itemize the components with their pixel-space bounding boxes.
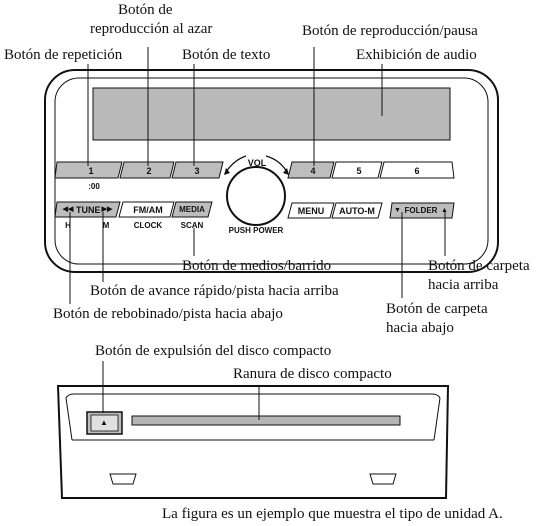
m-text: M [102,221,110,230]
menu-button[interactable] [287,202,335,219]
eject-label: Botón de expulsión del disco compacto [95,343,332,359]
random-label-line2: reproducción al azar [90,21,213,37]
preset-button-5[interactable] [331,161,383,179]
rewind-label: Botón de rebobinado/pista hacia abajo [53,306,283,322]
clock-text: CLOCK [133,221,163,230]
auto-m-button[interactable] [331,202,383,219]
play-pause-label: Botón de reproducción/pausa [302,23,478,39]
cd-unit-body [56,385,450,499]
preset-3-text: 3 [194,166,200,176]
volume-knob[interactable] [226,166,286,226]
preset-button-4[interactable] [287,161,335,179]
h-text: H [65,221,71,230]
folder-up-label-line2: hacia arriba [428,277,499,293]
cd-unit-ledge-right [433,397,441,441]
volume-arc-right-arrow [283,168,289,175]
tune-right-icon: ▶▶ [101,206,113,213]
volume-arc-left-arrow [224,168,230,175]
scan-text: SCAN [180,221,204,230]
fast-forward-label: Botón de avance rápido/pista hacia arrib… [90,283,339,299]
preset-button-2[interactable] [119,161,175,179]
preset-6-text: 6 [414,166,420,176]
cd-unit-foot-right [369,473,397,485]
folder-button[interactable] [389,202,455,219]
tune-button[interactable] [54,201,121,218]
audio-display-label: Exhibición de audio [356,47,477,63]
cd-unit-foot-left [109,473,137,485]
audio-panel-inner [54,77,489,265]
preset-button-3[interactable] [171,161,224,179]
text-label: Botón de texto [182,47,271,63]
folder-text: FOLDER [404,206,438,215]
preset-button-6[interactable] [379,161,455,179]
menu-text: MENU [297,206,325,216]
folder-down-label-line1: Botón de carpeta [386,301,488,317]
push-power-text: PUSH POWER [228,226,284,235]
folder-down-arrow-icon: ▼ [394,207,401,214]
eject-icon: ▲ [100,418,108,427]
preset-1-text: 1 [88,166,94,176]
tune-text: TUNE [76,205,101,215]
preset-button-1[interactable] [54,161,123,179]
cd-slot[interactable] [131,415,401,426]
figure-caption: La figura es un ejemplo que muestra el t… [162,506,503,522]
cd-unit-ledge-left [65,397,73,441]
tune-left-icon: ◀◀ [62,206,74,213]
cd-unit-inner [65,393,441,399]
media-button[interactable] [171,201,213,218]
auto-m-text: AUTO-M [339,206,375,216]
cd-slot-label: Ranura de disco compacto [233,366,392,382]
fm-am-text: FM/AM [133,205,163,215]
media-scan-label: Botón de medios/barrido [182,258,332,274]
folder-up-label-line1: Botón de carpeta [428,258,530,274]
media-text: MEDIA [179,205,205,214]
fm-am-button[interactable] [118,201,175,218]
folder-down-label-line2: hacia abajo [386,320,454,336]
colon-00-text: :00 [88,182,100,191]
repeat-label: Botón de repetición [4,47,123,63]
vol-text: VOL [247,158,267,168]
preset-5-text: 5 [356,166,362,176]
eject-button-face [90,414,119,432]
random-label-line1: Botón de [118,2,173,18]
preset-4-text: 4 [310,166,316,176]
preset-2-text: 2 [146,166,152,176]
audio-display [92,87,451,141]
folder-up-arrow-icon: ▲ [441,207,448,214]
